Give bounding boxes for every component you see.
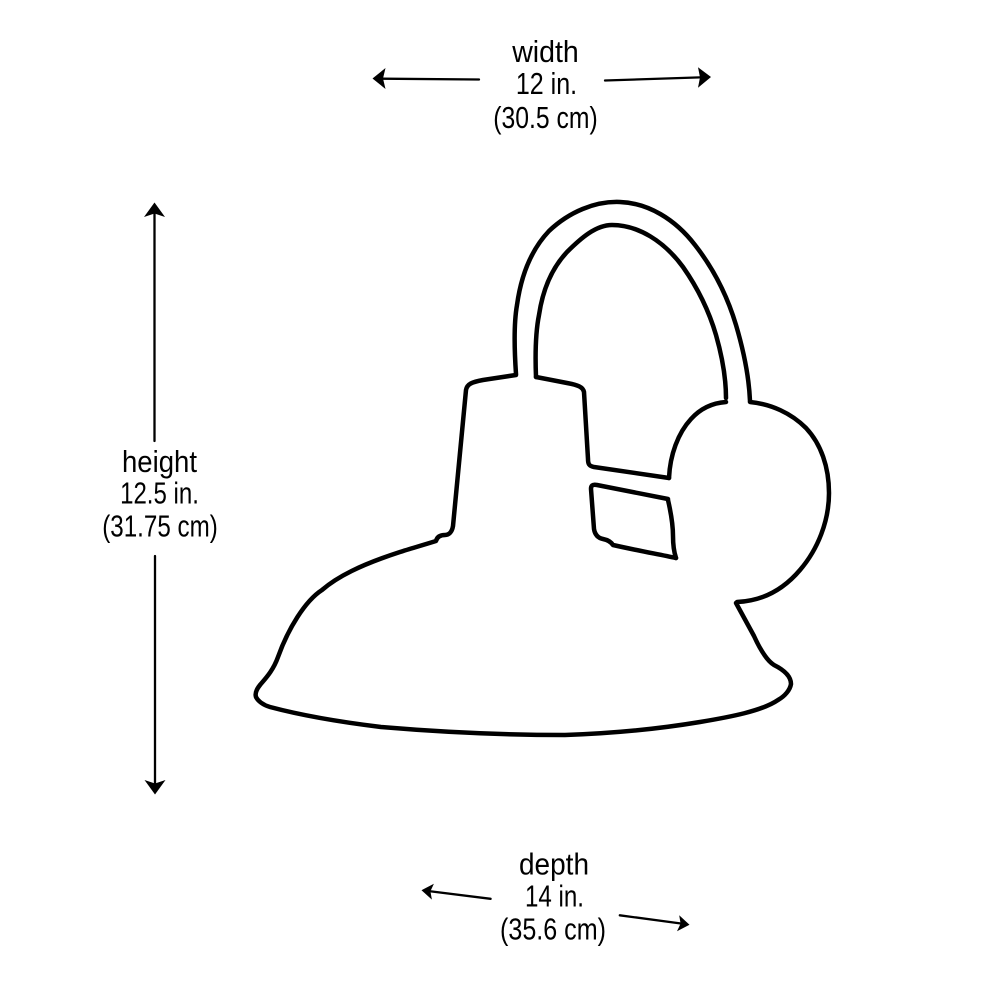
svg-text:depth: depth [519, 847, 589, 882]
svg-text:12 in.: 12 in. [516, 66, 577, 101]
svg-text:height: height [122, 444, 197, 479]
svg-text:12.5 in.: 12.5 in. [120, 476, 199, 511]
svg-text:width: width [511, 34, 579, 69]
svg-text:14 in.: 14 in. [525, 879, 584, 914]
svg-text:(31.75 cm): (31.75 cm) [102, 509, 218, 544]
svg-text:(30.5 cm): (30.5 cm) [493, 100, 597, 135]
svg-text:(35.6 cm): (35.6 cm) [500, 912, 606, 947]
